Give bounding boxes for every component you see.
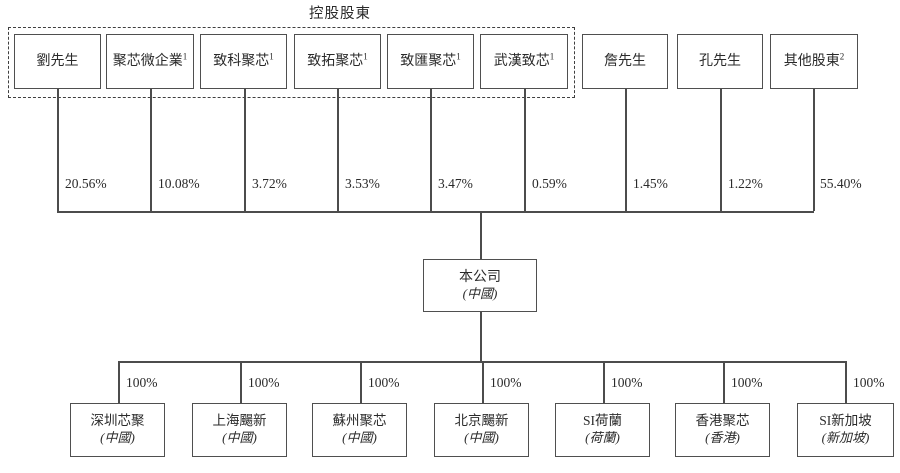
box-si-netherlands: SI荷蘭 (荷蘭) [555,403,650,457]
connector-line [720,89,722,211]
subsidiary-location: (香港) [705,430,740,446]
connector-line [480,312,482,362]
connector-line [360,361,362,403]
shareholder-name: 致拓聚芯1 [307,51,368,69]
box-mr-zhan: 詹先生 [582,34,668,89]
box-other-shareholders: 其他股東2 [770,34,858,89]
subsidiary-name: 上海颺新 [212,413,267,429]
subsidiary-percent: 100% [611,375,643,390]
subsidiary-name: 蘇州聚芯 [332,413,387,429]
subsidiary-location: (中國) [342,430,377,446]
ownership-percent: 1.45% [633,176,668,191]
subsidiary-name: 香港聚芯 [695,413,750,429]
connector-line [57,211,814,213]
connector-line [603,361,605,403]
shareholder-name: 武漢致芯1 [493,51,555,69]
connector-line [57,89,59,211]
shareholder-name: 聚芯微企業1 [112,51,188,69]
ownership-percent: 3.53% [345,176,380,191]
connector-line [813,89,815,211]
connector-line [625,89,627,211]
box-beijing-yangxin: 北京颺新 (中國) [434,403,529,457]
shareholder-name: 其他股東2 [783,51,845,69]
box-juxinwei-enterprise: 聚芯微企業1 [106,34,194,89]
box-zhike-juxin: 致科聚芯1 [200,34,287,89]
shareholder-name: 致科聚芯1 [213,51,274,69]
subsidiary-percent: 100% [490,375,522,390]
subsidiary-percent: 100% [853,375,885,390]
subsidiary-percent: 100% [731,375,763,390]
ownership-percent: 55.40% [820,176,862,191]
shareholder-name: 致匯聚芯1 [400,51,461,69]
ownership-percent: 10.08% [158,176,200,191]
shareholder-name: 詹先生 [604,53,646,69]
company-name: 本公司 [459,269,501,285]
subsidiary-percent: 100% [368,375,400,390]
connector-line [430,89,432,211]
subsidiary-location: (中國) [100,430,135,446]
box-company: 本公司 (中國) [423,259,537,312]
subsidiary-percent: 100% [126,375,158,390]
ownership-percent: 1.22% [728,176,763,191]
connector-line [845,361,847,403]
box-zhituo-juxin: 致拓聚芯1 [294,34,381,89]
connector-line [337,89,339,211]
box-hongkong-juxin: 香港聚芯 (香港) [675,403,770,457]
subsidiary-name: 深圳芯聚 [90,413,145,429]
box-mr-kong: 孔先生 [677,34,763,89]
ownership-percent: 20.56% [65,176,107,191]
subsidiary-percent: 100% [248,375,280,390]
shareholder-name: 孔先生 [699,53,741,69]
connector-line [480,211,482,259]
connector-line [524,89,526,211]
subsidiary-name: 北京颺新 [454,413,509,429]
subsidiary-location: (中國) [464,430,499,446]
company-location: (中國) [462,286,498,302]
box-shenzhen-xinju: 深圳芯聚 (中國) [70,403,165,457]
connector-line [150,89,152,211]
ownership-percent: 3.72% [252,176,287,191]
connector-line [482,361,484,403]
box-suzhou-juxin: 蘇州聚芯 (中國) [312,403,407,457]
controlling-shareholders-group [8,27,575,98]
connector-line [723,361,725,403]
subsidiary-location: (中國) [222,430,257,446]
ownership-percent: 0.59% [532,176,567,191]
box-shanghai-yangxin: 上海颺新 (中國) [192,403,287,457]
box-zhihui-juxin: 致匯聚芯1 [387,34,474,89]
box-mr-liu: 劉先生 [14,34,101,89]
subsidiary-location: (荷蘭) [585,430,620,446]
subsidiary-name: SI荷蘭 [582,413,622,429]
shareholder-name: 劉先生 [36,53,79,69]
connector-line [244,89,246,211]
subsidiary-name: SI新加坡 [819,413,872,429]
connector-line [118,361,120,403]
box-wuhan-zhixin: 武漢致芯1 [480,34,568,89]
connector-line [240,361,242,403]
subsidiary-location: (新加坡) [821,430,870,446]
ownership-percent: 3.47% [438,176,473,191]
controlling-shareholders-label: 控股股東 [309,6,371,22]
box-si-singapore: SI新加坡 (新加坡) [797,403,894,457]
